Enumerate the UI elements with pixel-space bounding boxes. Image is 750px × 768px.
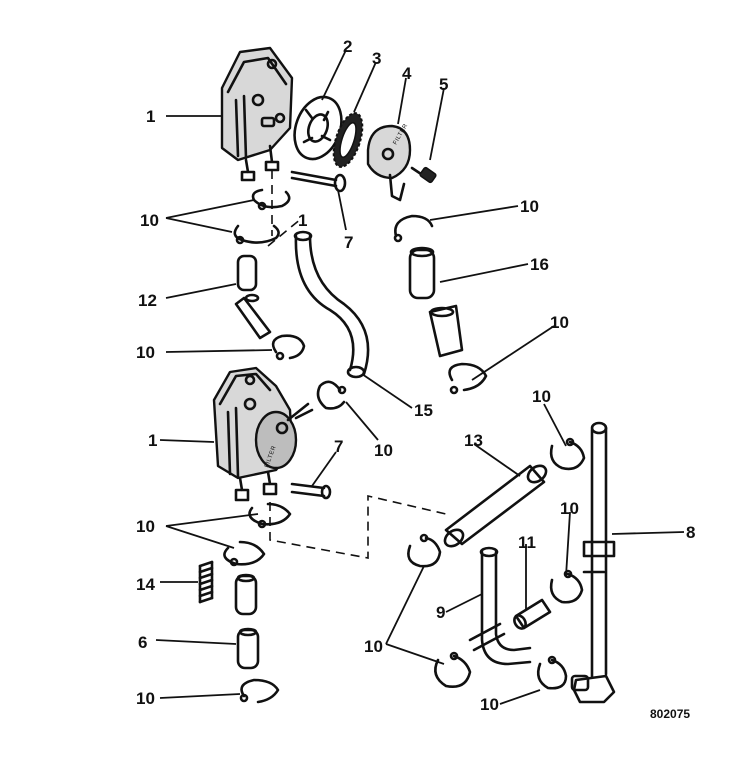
- callout-15-hose: 15: [414, 401, 433, 420]
- mounting-screw-upper: [290, 170, 347, 193]
- hose-15: [293, 230, 370, 379]
- leader-lines: [155, 49, 685, 705]
- callout-9-hose: 9: [436, 603, 445, 622]
- callout-6-hose: 6: [138, 633, 147, 652]
- callout-14-spring: 14: [136, 575, 155, 594]
- callout-2-gasket: 2: [343, 37, 352, 56]
- hose-12: [234, 254, 272, 340]
- callout-10-center-clip: 10: [374, 441, 393, 460]
- callout-3-screen: 3: [372, 49, 381, 68]
- callout-8-tube-assembly: 8: [686, 523, 695, 542]
- callout-1-upper-pump: 1: [146, 107, 155, 126]
- upper-fuel-pump: [220, 46, 294, 182]
- callout-7-screw-lower: 7: [334, 437, 343, 456]
- tube-assembly: [570, 421, 616, 704]
- hose-11: [513, 598, 552, 630]
- hose-6: [236, 627, 260, 670]
- callout-10-bottom-left-clip: 10: [136, 689, 155, 708]
- hose-9: [468, 546, 532, 666]
- drawing-code: 802075: [650, 707, 690, 721]
- clip-center: [316, 380, 347, 410]
- filter-screen: [332, 112, 364, 168]
- callout-16-hose: 16: [530, 255, 549, 274]
- dashed-line-lower: [269, 494, 447, 559]
- callout-11-hose: 11: [518, 533, 536, 552]
- callout-10-bottom-right-clip: 10: [480, 695, 499, 714]
- callout-10-right-top-clip: 10: [520, 197, 539, 216]
- cover-screw: [410, 166, 437, 184]
- lower-hose-clips: [223, 502, 292, 567]
- hose-16: [408, 246, 464, 358]
- clip-right-small: [549, 569, 584, 604]
- clip-bottom-left: [239, 678, 280, 704]
- callout-10-far-right-clip: 10: [532, 387, 551, 406]
- mounting-screw-lower: [290, 482, 332, 500]
- hose-lower: [234, 573, 258, 616]
- callout-12-hose: 12: [138, 291, 157, 310]
- clip-far-right: [549, 437, 586, 471]
- clip-left-mid: [271, 334, 306, 361]
- clip-bottom-pair: [407, 533, 472, 688]
- right-clip-mid: [448, 362, 488, 395]
- callout-13-hose: 13: [464, 431, 483, 450]
- callout-10-left-mid-clip: 10: [136, 343, 155, 362]
- lower-fuel-pump: FILTER: [212, 366, 314, 502]
- spring: [198, 560, 214, 604]
- hose-13: [443, 464, 548, 548]
- callout-10-bottom-clips: 10: [364, 637, 383, 656]
- filter-cover: FILTER: [366, 123, 412, 202]
- callout-7-screw-upper: 7: [344, 233, 353, 252]
- dashed-line-upper: [267, 217, 303, 247]
- callout-10-lower-clips: 10: [136, 517, 155, 536]
- callout-1-dashed: 1: [298, 211, 307, 230]
- callout-10-upper-clips: 10: [140, 211, 159, 230]
- callout-5-cover-screw: 5: [439, 75, 448, 94]
- callout-1-lower-pump: 1: [148, 431, 157, 450]
- right-clip-top: [393, 214, 434, 243]
- callout-10-right-small-clip: 10: [560, 499, 579, 518]
- clip-bottom-right: [536, 655, 568, 690]
- callout-10-right-mid-clip: 10: [550, 313, 569, 332]
- callout-4-filter-cover: 4: [402, 64, 412, 83]
- upper-hose-clips: [233, 188, 291, 245]
